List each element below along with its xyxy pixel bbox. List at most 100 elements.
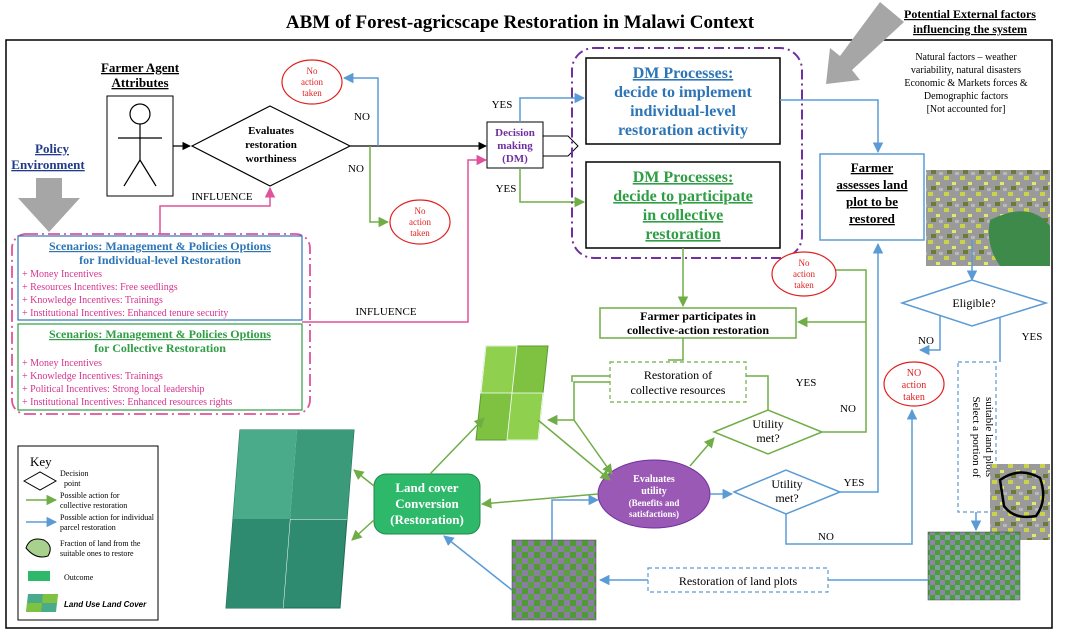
farmer-participates-box xyxy=(599,307,797,339)
dm-collective-box xyxy=(585,161,781,249)
key-decision-icon xyxy=(22,471,58,491)
utility-met-col-2: met? xyxy=(756,431,779,445)
key-title: Key xyxy=(30,454,52,469)
external-factors-panel: Potential External factors influencing t… xyxy=(826,2,1036,115)
satellite-map-top-green xyxy=(988,211,1050,266)
key-outcome-label: Outcome xyxy=(64,573,94,582)
restoration-collective-1: Restoration of xyxy=(644,368,712,382)
outcome-grid-right xyxy=(927,531,1021,601)
farmer-agent: Farmer Agent Attributes xyxy=(101,60,180,197)
diagram-title: ABM of Forest-agricscape Restoration in … xyxy=(286,12,755,33)
dm-processes-container xyxy=(571,47,803,259)
no-action-top xyxy=(281,59,343,105)
arrow-yes-collective xyxy=(519,168,586,208)
arrow-utility-from-parallelogram xyxy=(537,419,611,481)
dm-individual-line2: individual-level xyxy=(630,103,736,120)
no-action-mid-3: taken xyxy=(410,228,430,238)
land-cover-2: Conversion xyxy=(395,496,459,511)
no-action-top-3: taken xyxy=(302,88,322,98)
no-action-eligible xyxy=(883,361,945,407)
select-portion-1: Select a portion of xyxy=(970,397,982,478)
evaluates-utility-4: satisfactions) xyxy=(629,509,679,519)
policy-env-label-2: Environment xyxy=(11,157,85,172)
dm-collective-line2: in collective xyxy=(643,207,723,224)
external-factors-text-4: Demographic factors xyxy=(924,91,1008,102)
key-fraction-1: Fraction of land from the xyxy=(60,539,141,548)
policy-env-arrow xyxy=(18,178,80,232)
farmer-assesses-3: plot to be xyxy=(846,194,898,209)
arrow-landcover-to-big xyxy=(353,469,375,487)
key-individual-1: Possible action for individual xyxy=(60,513,155,522)
outer-frame xyxy=(5,39,1053,629)
scenarios-collective-title-1: Scenarios: Management & Policies Options xyxy=(49,327,271,341)
scenarios-collective-item-4: + Institutional Incentives: Enhanced res… xyxy=(22,397,232,408)
no-action-eligible-2: action xyxy=(902,380,926,391)
land-cover-3: (Restoration) xyxy=(390,512,464,527)
key-lulc-icon xyxy=(26,594,58,612)
select-portion-box xyxy=(957,361,997,513)
arrow-grid-to-utility xyxy=(551,494,600,540)
scenarios-individual-title-2: for Individual-level Restoration xyxy=(79,253,241,267)
arrow-grid-to-landcover xyxy=(443,535,513,591)
farmer-agent-label-2: Attributes xyxy=(111,75,168,90)
arrow-no-mid xyxy=(369,146,390,228)
evaluates-utility-1: Evaluates xyxy=(633,474,675,485)
external-factors-text-3: Economic & Markets forces & xyxy=(904,78,1028,89)
label-influence-bottom: INFLUENCE xyxy=(355,306,416,318)
decision-making-label-3: (DM) xyxy=(502,153,528,165)
arrow-utility-ind-no xyxy=(785,408,918,545)
arrow-landcover-to-parallelogram xyxy=(429,417,485,475)
scenarios-collective-item-3: + Political Incentives: Strong local lea… xyxy=(22,384,205,395)
arrow-influence-top xyxy=(159,186,276,234)
policy-env-label-1: Policy xyxy=(35,141,69,156)
dm-individual-box xyxy=(585,57,781,145)
decision-making-box xyxy=(486,121,544,169)
arrow-utility-col-no xyxy=(806,264,867,433)
utility-met-col-1: Utility xyxy=(752,417,783,431)
arrow-participates-to-collective xyxy=(668,338,684,361)
scenarios-collective-item-1: + Money Incentives xyxy=(22,358,102,369)
no-action-top-2: action xyxy=(301,77,323,87)
key-collective-1: Possible action for xyxy=(60,491,120,500)
fraction-polygon xyxy=(998,471,1045,519)
external-factors-arrow xyxy=(826,2,904,84)
no-action-mid-2: action xyxy=(409,217,431,227)
scenarios-collective-item-2: + Knowledge Incentives: Trainings xyxy=(22,371,163,382)
scenarios-container xyxy=(11,233,311,415)
label-utility-ind-no: NO xyxy=(818,531,834,543)
no-action-collective-3: taken xyxy=(794,280,814,290)
scenarios-individual-item-1: + Money Incentives xyxy=(22,269,102,280)
evaluates-utility-3: (Benefits and xyxy=(629,498,680,508)
eligible-diamond xyxy=(899,279,1049,327)
external-factors-text-5: [Not accounted for] xyxy=(927,104,1006,115)
dm-collective-title: DM Processes: xyxy=(633,169,734,186)
label-no-mid: NO xyxy=(348,163,364,175)
scenarios-individual-item-4: + Institutional Incentives: Enhanced ten… xyxy=(22,308,228,319)
label-utility-col-yes: YES xyxy=(796,377,817,389)
dm-collective-line1: decide to participate xyxy=(613,188,753,205)
restoration-collective-box xyxy=(609,361,747,403)
arrow-eligible-no xyxy=(918,316,941,356)
scenarios-individual-title-1: Scenarios: Management & Policies Options xyxy=(49,239,271,253)
scenarios-individual-item-3: + Knowledge Incentives: Trainings xyxy=(22,295,163,306)
decision-making-label-2: making xyxy=(497,140,533,152)
restoration-land-plots-label: Restoration of land plots xyxy=(679,574,798,588)
label-yes-individual: YES xyxy=(492,99,513,111)
evaluates-restoration-label-2: restoration xyxy=(245,139,297,151)
land-cover-1: Land cover xyxy=(395,480,458,495)
key-fraction-icon xyxy=(25,538,51,558)
select-portion-2: suitable land plots xyxy=(983,397,995,477)
dm-individual-line1: decide to implement xyxy=(614,84,752,101)
restoration-collective-2: collective resources xyxy=(631,383,726,397)
scenarios-collective-title-2: for Collective Restoration xyxy=(94,341,226,355)
arrow-no-top xyxy=(342,72,379,146)
land-use-land-cover-outcome xyxy=(225,429,355,609)
label-yes-collective: YES xyxy=(496,183,517,195)
external-factors-text-2: variability, natural disasters xyxy=(911,65,1021,76)
farmer-agent-label-1: Farmer Agent xyxy=(101,60,180,75)
key-outcome-icon xyxy=(28,571,50,581)
utility-met-ind-2: met? xyxy=(775,491,798,505)
decision-making-label-1: Decision xyxy=(495,127,535,139)
farmer-assesses-4: restored xyxy=(849,211,895,226)
